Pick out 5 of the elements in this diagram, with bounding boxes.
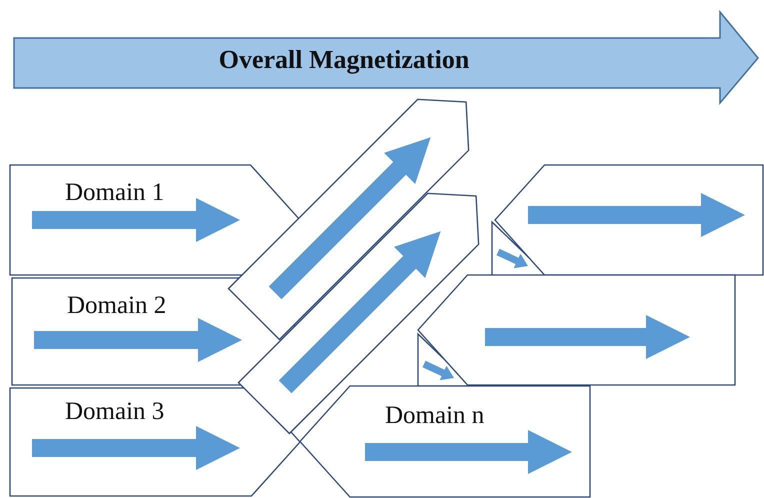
- domain-label: Domain 1: [65, 179, 164, 207]
- domain-label: Domain n: [385, 402, 484, 430]
- arrow-label: Overall Magnetization: [218, 45, 470, 75]
- domain-label: Domain 2: [67, 292, 166, 320]
- domain-label: Domain 3: [65, 398, 164, 426]
